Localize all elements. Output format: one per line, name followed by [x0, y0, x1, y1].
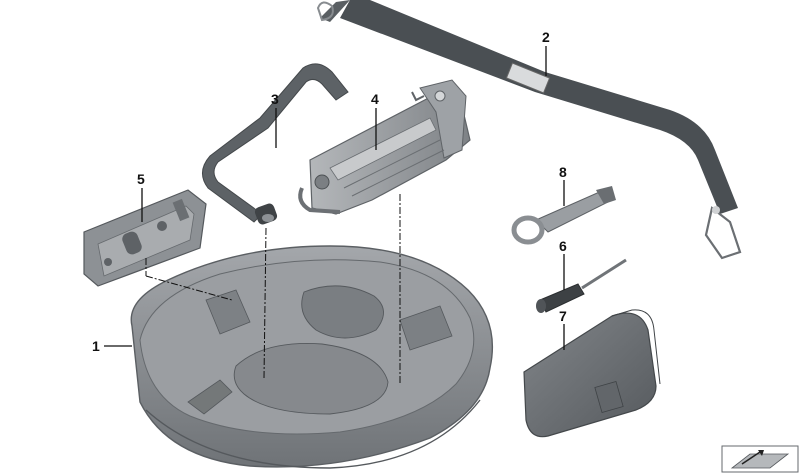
assembly-lines — [145, 194, 401, 384]
tool-pouch-icon — [523, 309, 661, 438]
callout-7: 7 — [559, 308, 567, 324]
callout-1: 1 — [92, 338, 100, 354]
leader-lines — [104, 46, 565, 350]
callout-2: 2 — [542, 29, 550, 45]
callout-8: 8 — [559, 164, 567, 180]
jack-icon — [298, 79, 471, 215]
callout-6: 6 — [559, 238, 567, 254]
view-direction-icon — [721, 445, 799, 473]
callout-5: 5 — [137, 171, 145, 187]
callout-labels: 1 2 3 4 5 6 7 8 — [92, 29, 567, 354]
jack-handle-icon — [202, 63, 349, 225]
bracket-icon — [83, 189, 207, 287]
screwdriver-icon — [536, 258, 627, 313]
tray-icon — [130, 245, 494, 469]
tow-hook-icon — [511, 186, 616, 245]
callout-3: 3 — [271, 91, 279, 107]
strap-icon — [316, 0, 742, 260]
callout-4: 4 — [371, 91, 379, 107]
